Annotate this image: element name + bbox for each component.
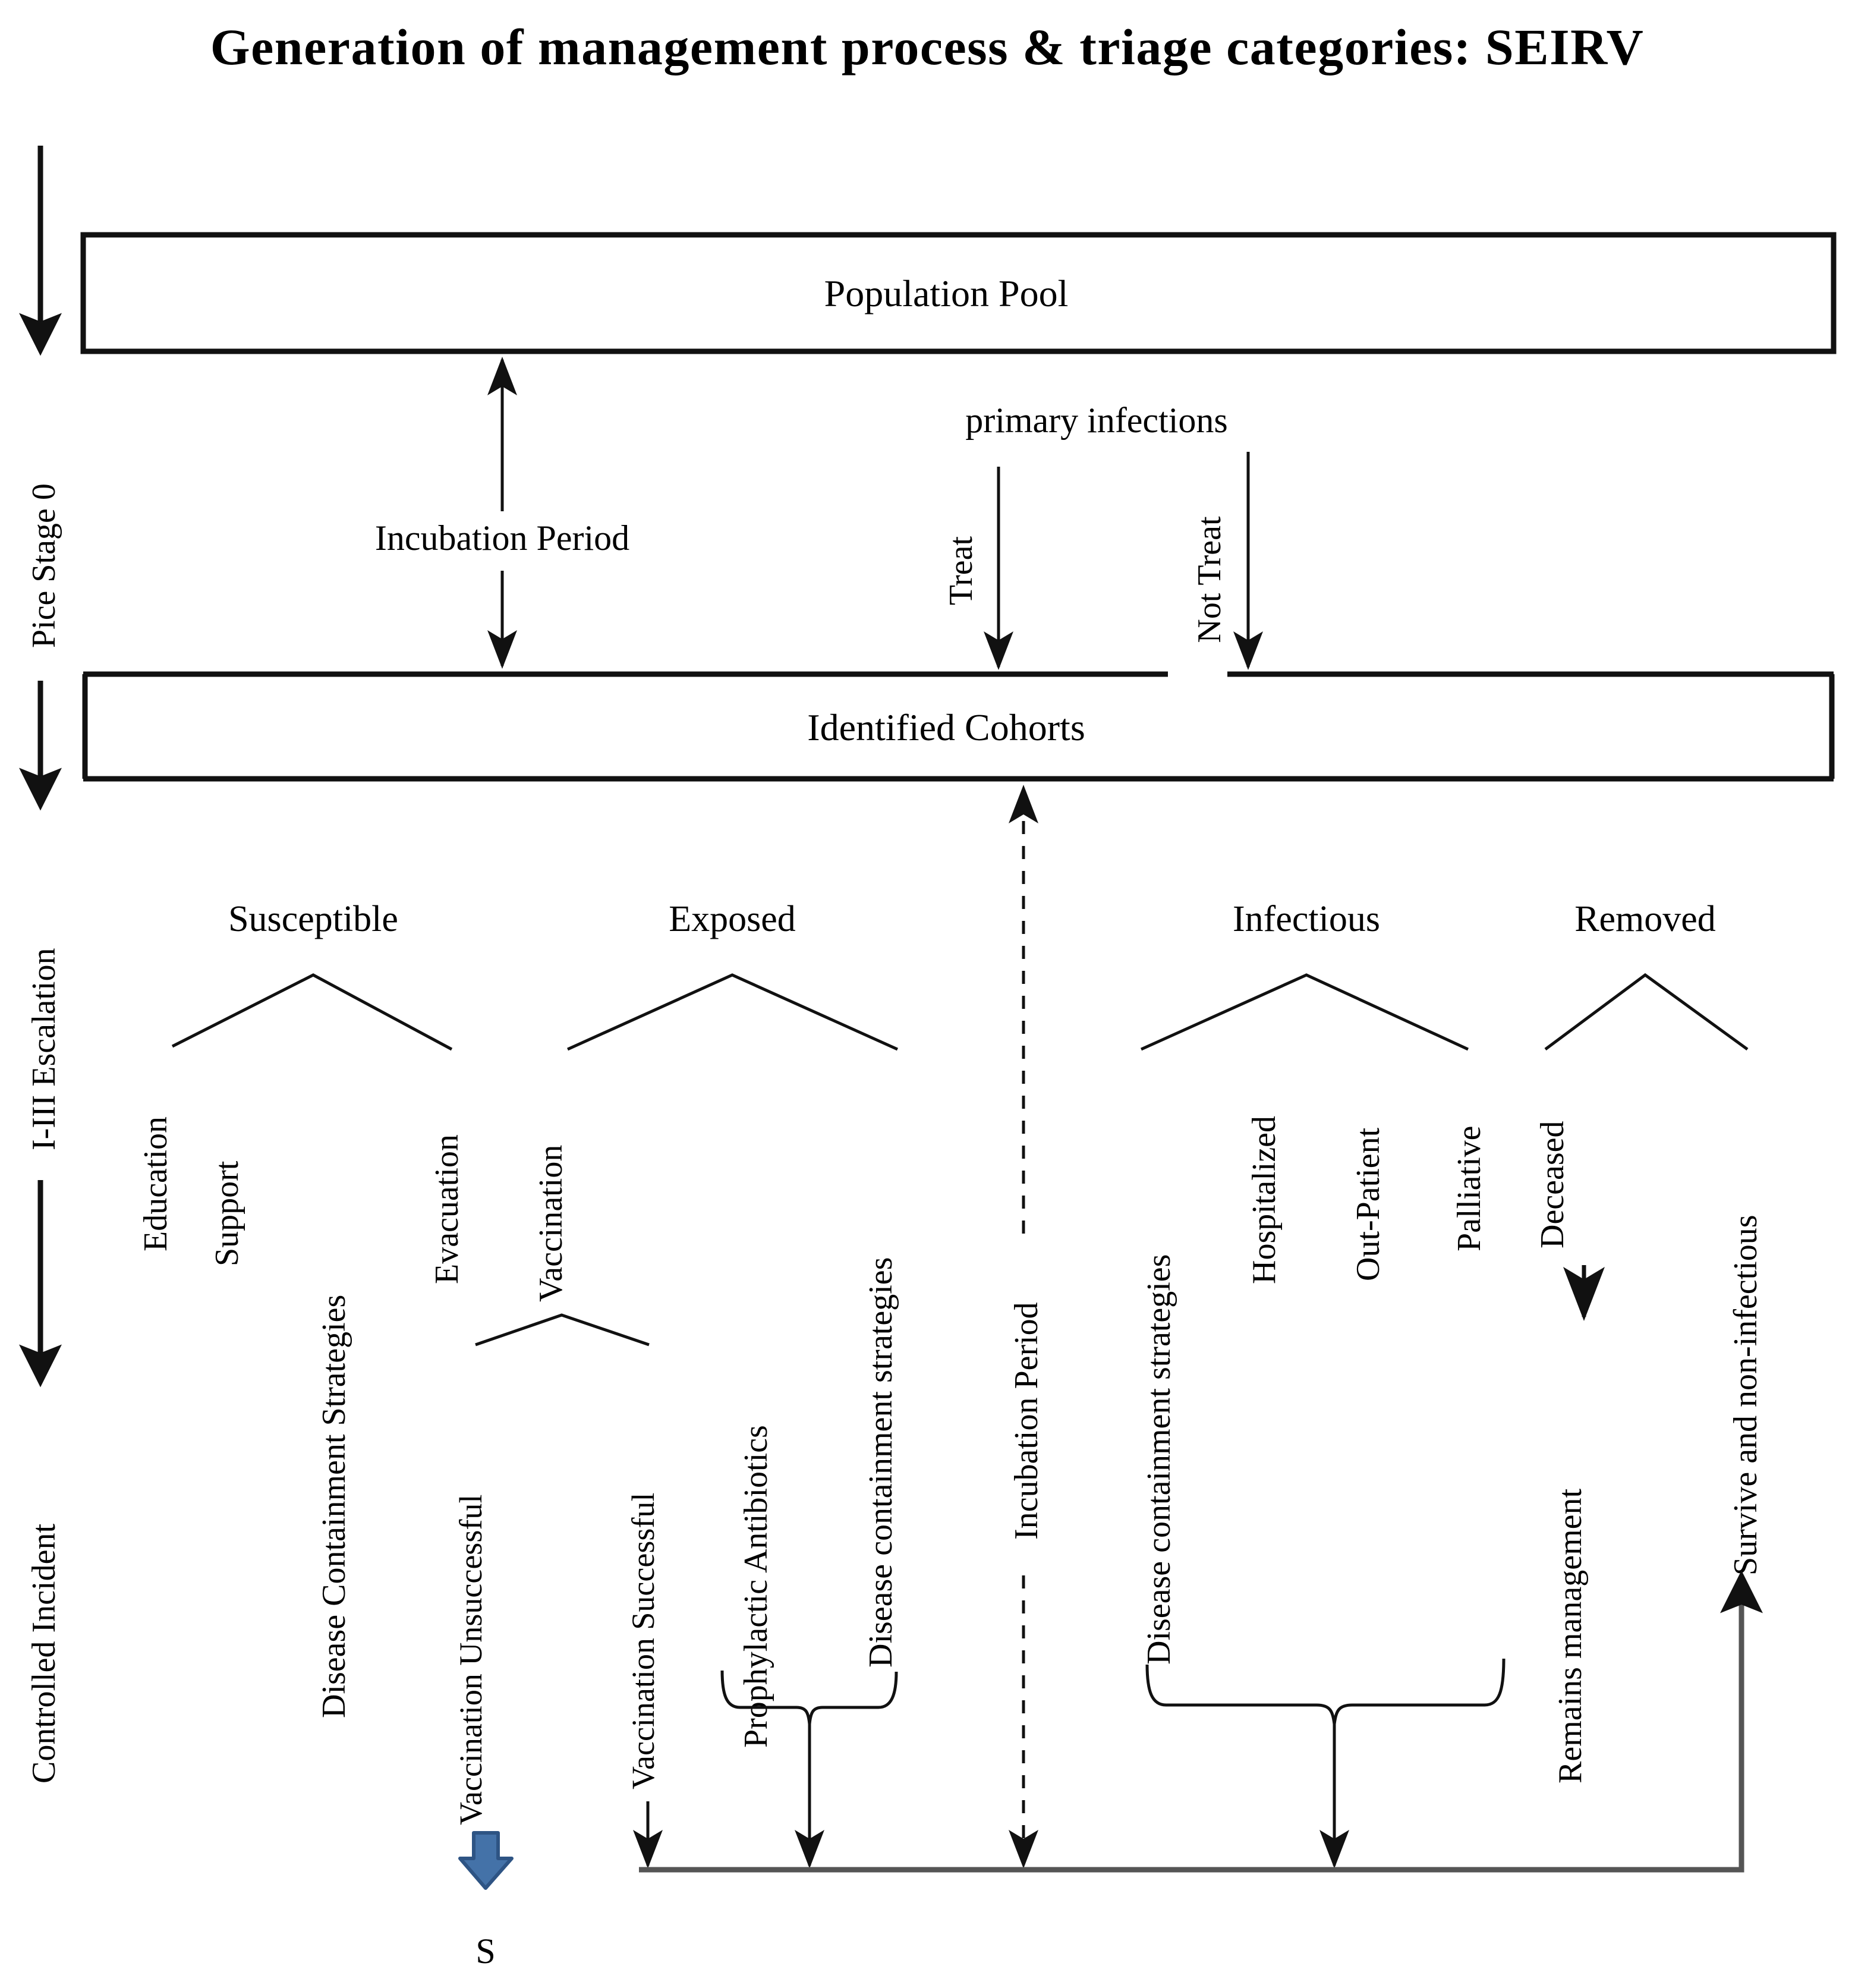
- exposed-branch-containment: Disease containment strategies: [862, 1257, 899, 1668]
- susceptible-branch-evacuation: Evacuation: [429, 1134, 465, 1284]
- population-pool-box: [80, 232, 1837, 354]
- removed-branch-survive: Survive and non-infectious: [1727, 1215, 1764, 1575]
- infectious-branch-outpatient: Out-Patient: [1350, 1127, 1387, 1281]
- infectious-branch-containment: Disease containment strategies: [1141, 1254, 1177, 1665]
- susceptible-branch-education: Education: [137, 1116, 174, 1251]
- infectious-branch-hospitalized: Hospitalized: [1246, 1116, 1283, 1284]
- treat-label: Treat: [943, 536, 980, 605]
- primary-infections-label: primary infections: [965, 401, 1228, 440]
- category-susceptible-label: Susceptible: [228, 899, 398, 939]
- stage-controlled-label: Controlled Incident: [26, 1524, 62, 1783]
- category-removed-label: Removed: [1574, 899, 1716, 939]
- vaccination-successful-label: Vaccination Successful: [625, 1493, 661, 1789]
- susceptible-sub-vaccination-label: Vaccination: [533, 1145, 569, 1302]
- vaccination-sub-branch-connector: [475, 1313, 650, 1347]
- bottom-collector-line: [639, 1605, 1744, 1873]
- exposed-branch-prophylactic-antibiotics: Prophylactic Antibiotics: [738, 1425, 774, 1748]
- population-pool-label: Population Pool: [824, 272, 1069, 314]
- infectious-branch-palliative: Palliative: [1451, 1125, 1488, 1251]
- not-treat-label: Not Treat: [1191, 516, 1228, 643]
- vaccination-unsuccessful-blue-arrow: [458, 1831, 514, 1890]
- identified-cohorts-label: Identified Cohorts: [807, 706, 1085, 748]
- incubation-period-top-label: Incubation Period: [375, 518, 629, 558]
- susceptible-branch-containment: Disease Containment Strategies: [316, 1295, 352, 1718]
- stage-escalation-label: I-III Escalation: [26, 948, 62, 1150]
- category-infectious-label: Infectious: [1233, 899, 1380, 939]
- susceptible-branch-support: Support: [209, 1160, 245, 1266]
- page-title: Generation of management process & triag…: [210, 18, 1645, 76]
- removed-branch-connector: [1544, 973, 1749, 1051]
- infectious-group-brace: [1145, 1658, 1506, 1725]
- outcome-s-label: S: [475, 1932, 495, 1971]
- vaccination-unsuccessful-label: Vaccination Unsuccessful: [453, 1495, 489, 1825]
- stage-0-label: Pice Stage 0: [26, 483, 62, 648]
- exposed-branch-connector: [566, 973, 899, 1051]
- susceptible-branch-connector: [171, 973, 453, 1051]
- removed-branch-deceased: Deceased: [1534, 1121, 1571, 1248]
- category-exposed-label: Exposed: [669, 899, 796, 939]
- incubation-period-mid-label: Incubation Period: [1008, 1302, 1045, 1540]
- removed-branch-remains-management: Remains management: [1552, 1488, 1589, 1783]
- infectious-branch-connector: [1140, 973, 1469, 1051]
